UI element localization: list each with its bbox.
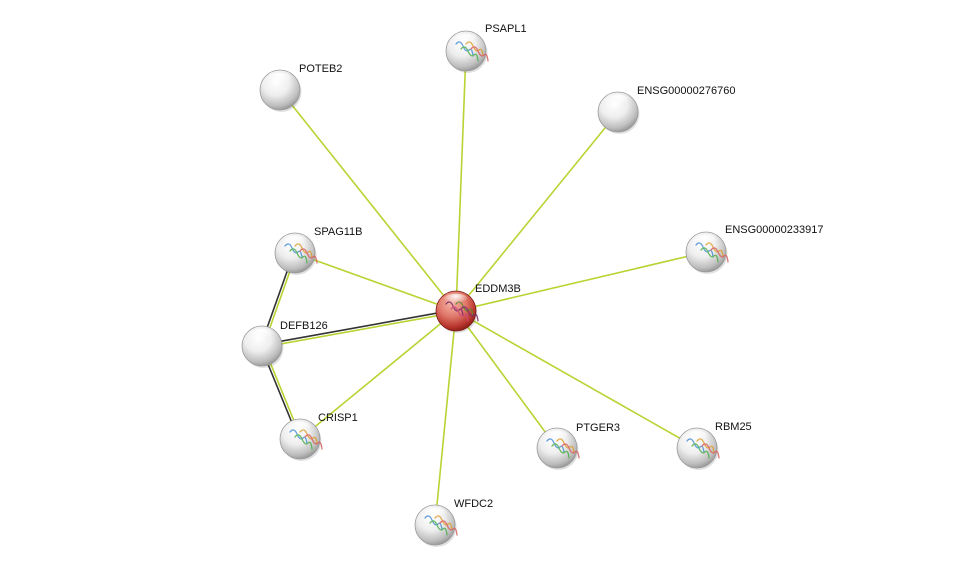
node-label-rbm25: RBM25 <box>715 421 752 433</box>
node-ptger3[interactable]: PTGER3 <box>536 422 620 470</box>
node-highlight <box>422 507 448 521</box>
node-ensg00000233917[interactable]: ENSG00000233917 <box>685 224 823 274</box>
edge-eddm3b-wfdc2-text-mining[interactable] <box>434 310 457 526</box>
edge-eddm3b-defb126-text-mining[interactable] <box>261 311 458 349</box>
node-spag11b[interactable]: SPAG11B <box>274 226 363 275</box>
node-highlight <box>287 421 313 435</box>
node-highlight <box>249 328 275 342</box>
node-label-defb126: DEFB126 <box>280 320 328 332</box>
edge-eddm3b-ptger3-text-mining[interactable] <box>455 310 558 449</box>
node-label-eddm3b: EDDM3B <box>475 283 521 295</box>
node-highlight <box>693 234 719 248</box>
node-label-wfdc2: WFDC2 <box>454 498 493 510</box>
node-highlight <box>684 430 710 444</box>
node-highlight <box>453 33 479 47</box>
node-defb126[interactable]: DEFB126 <box>241 320 328 368</box>
node-label-psapl1: PSAPL1 <box>485 23 527 35</box>
node-label-ensg00000276760: ENSG00000276760 <box>637 85 735 97</box>
node-psapl1[interactable]: PSAPL1 <box>445 23 527 73</box>
edge-eddm3b-spag11b-text-mining[interactable] <box>294 252 457 312</box>
node-ensg00000276760[interactable]: ENSG00000276760 <box>597 85 735 134</box>
node-highlight <box>443 293 469 307</box>
node-rbm25[interactable]: RBM25 <box>676 421 752 470</box>
edge-eddm3b-poteb2-text-mining[interactable] <box>279 89 457 312</box>
node-label-spag11b: SPAG11B <box>314 226 363 238</box>
node-label-crisp1: CRISP1 <box>318 412 358 424</box>
node-highlight <box>282 235 308 249</box>
node-wfdc2[interactable]: WFDC2 <box>414 498 493 547</box>
node-highlight <box>544 430 570 444</box>
edge-eddm3b-psapl1-text-mining[interactable] <box>455 50 467 312</box>
edge-eddm3b-ensg00000233917-text-mining[interactable] <box>455 251 707 312</box>
edge-eddm3b-crisp1-text-mining[interactable] <box>299 310 457 440</box>
node-crisp1[interactable]: CRISP1 <box>279 412 358 461</box>
nodes-layer: EDDM3B PSAPL1POTEB2ENSG00000276760ENSG000… <box>241 23 823 547</box>
node-highlight <box>267 72 293 86</box>
node-eddm3b[interactable]: EDDM3B <box>435 283 521 333</box>
node-label-ptger3: PTGER3 <box>576 422 620 434</box>
node-label-ensg00000233917: ENSG00000233917 <box>725 224 823 236</box>
edge-eddm3b-defb126-coexpression[interactable] <box>260 308 457 346</box>
node-label-poteb2: POTEB2 <box>299 63 342 75</box>
edge-eddm3b-rbm25-text-mining[interactable] <box>455 310 698 449</box>
node-highlight <box>605 94 631 108</box>
edge-eddm3b-ensg00000276760-text-mining[interactable] <box>455 111 619 312</box>
node-poteb2[interactable]: POTEB2 <box>259 63 342 112</box>
